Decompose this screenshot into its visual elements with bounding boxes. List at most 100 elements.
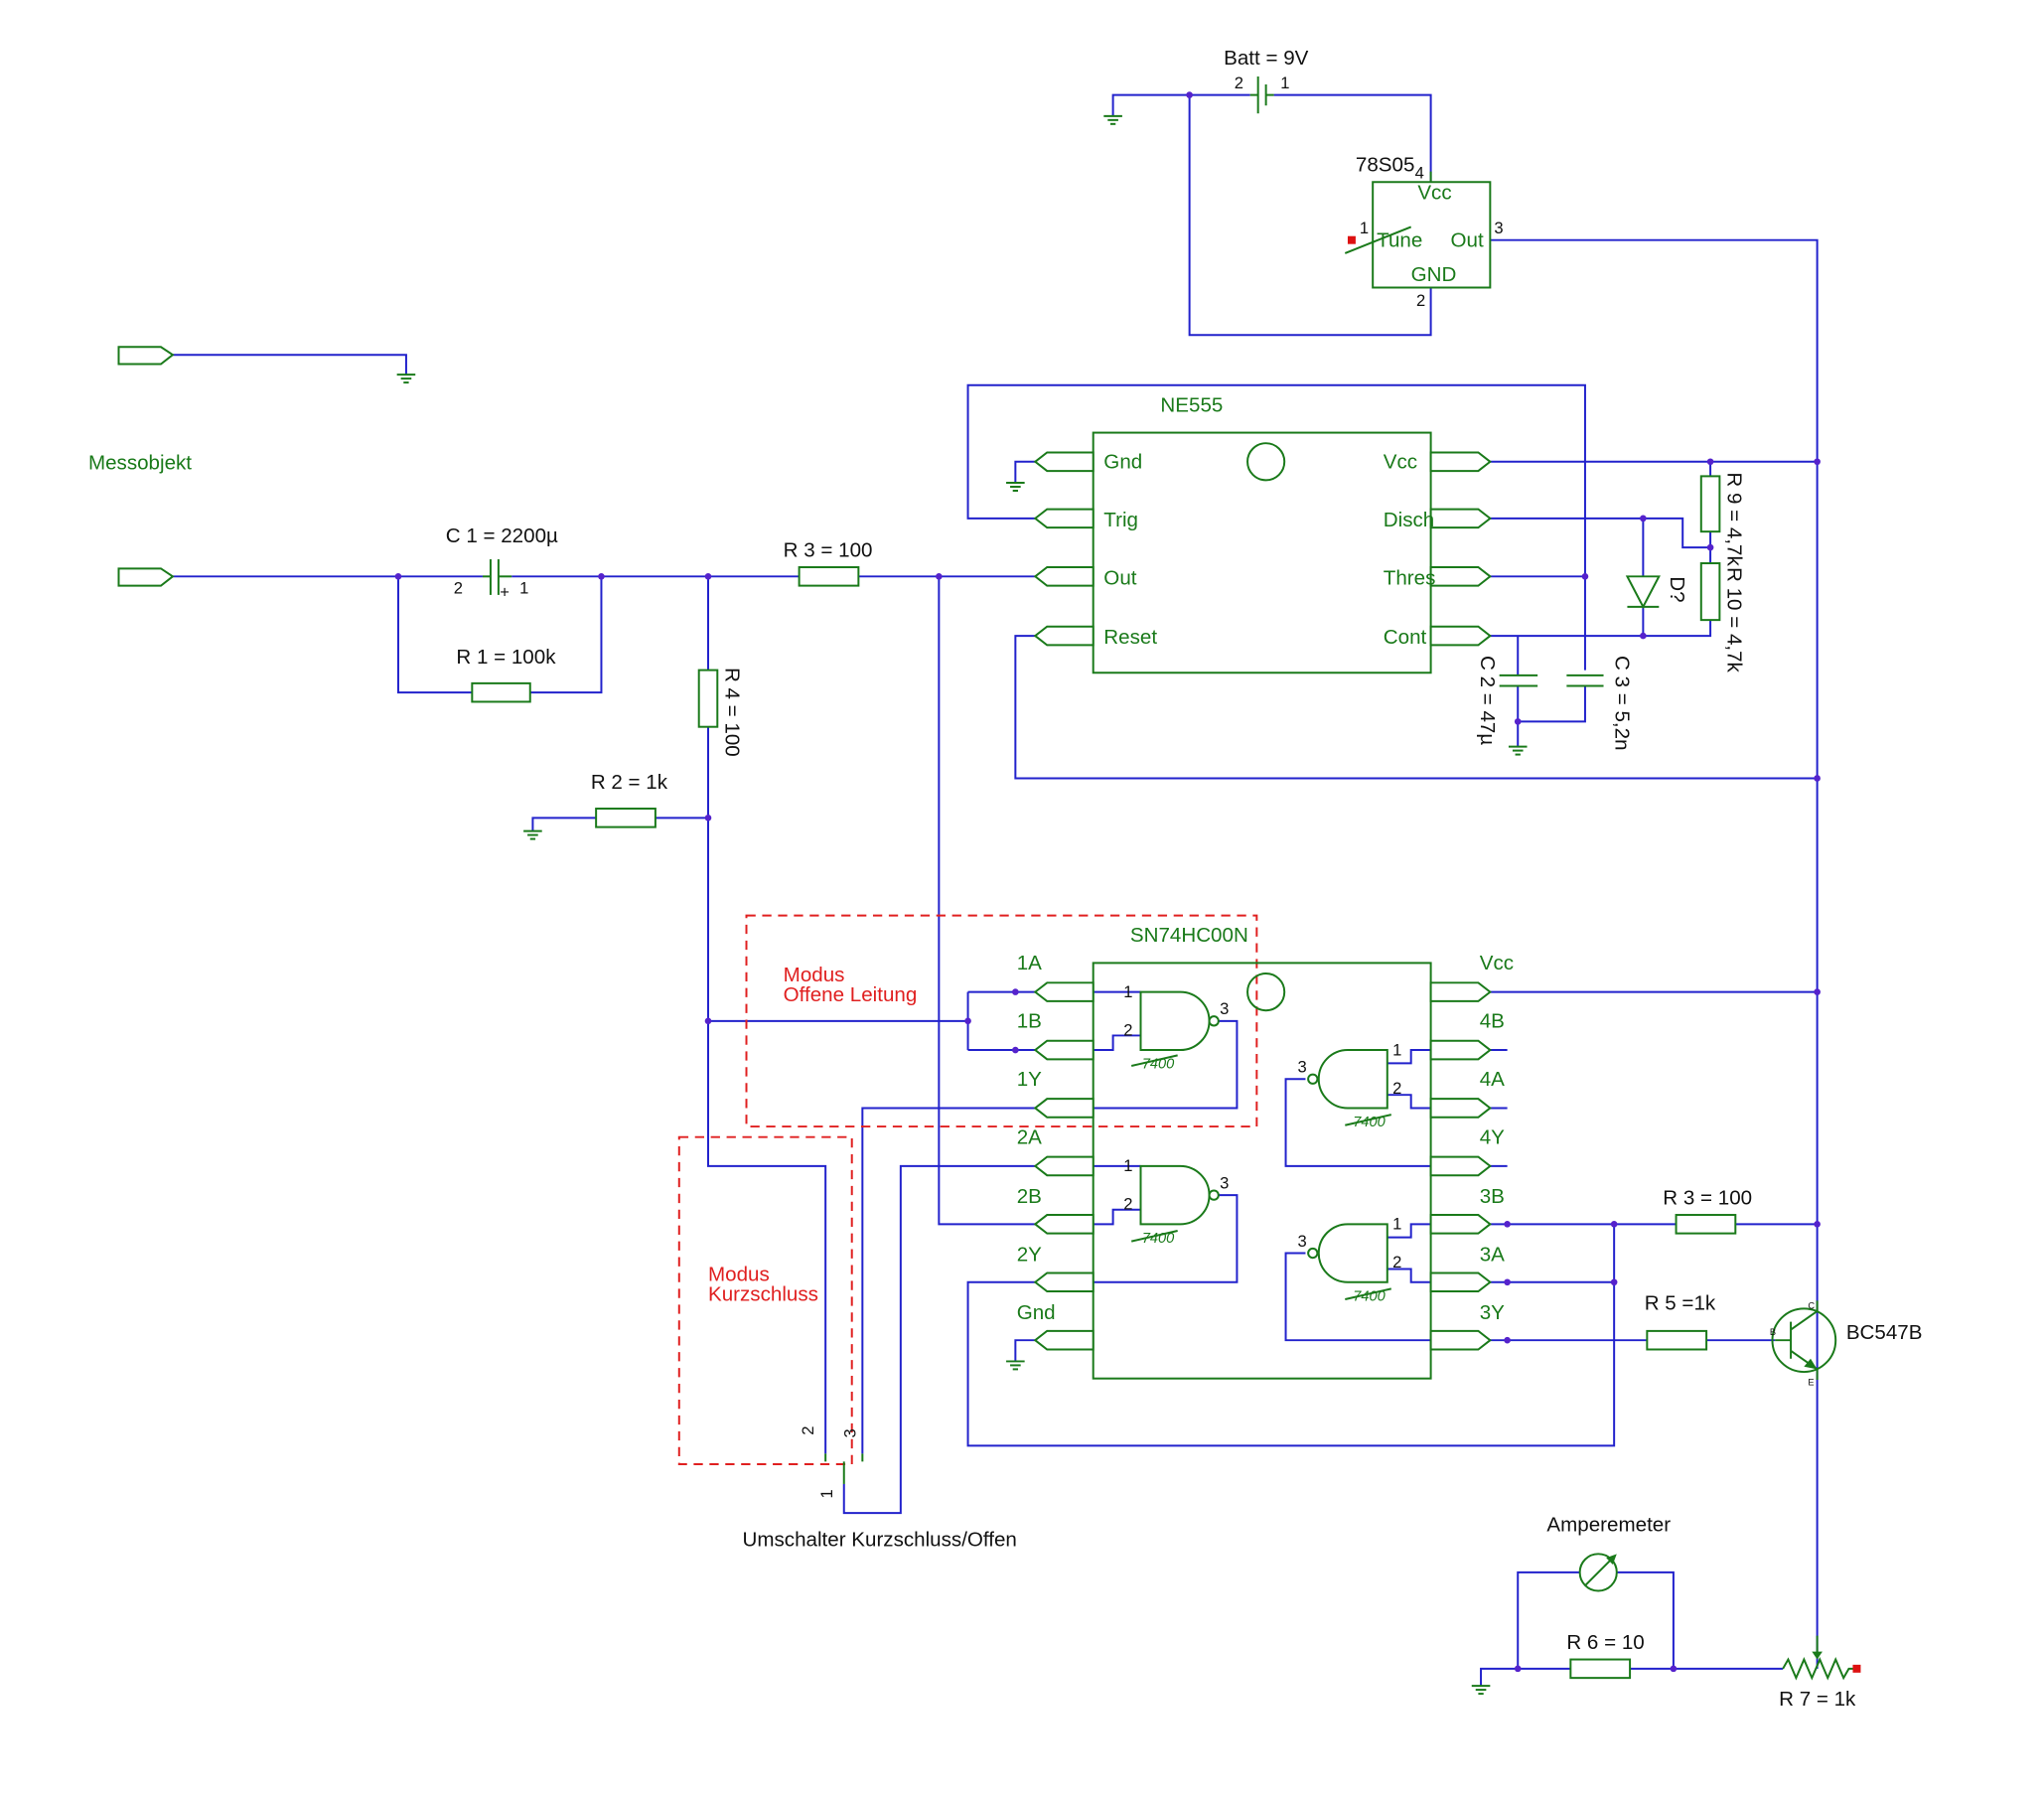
ne555-label: NE555	[1160, 393, 1223, 416]
mode-label: Offene Leitung	[784, 983, 918, 1006]
ground-icon	[396, 374, 416, 384]
pin-number: 3	[1297, 1058, 1306, 1077]
pin-number: 3	[1297, 1232, 1306, 1251]
pin-name: 3A	[1480, 1244, 1505, 1267]
unconnected-pin-marker	[1852, 1664, 1861, 1673]
pin-number: 1	[817, 1489, 836, 1498]
switch-label: Umschalter Kurzschluss/Offen	[743, 1528, 1017, 1551]
pin-number: 1	[1392, 1040, 1401, 1059]
mode-box-kurz: Modus Kurzschluss	[677, 1135, 853, 1466]
r6-label: R 6 = 10	[1566, 1631, 1644, 1654]
pin-name: 1Y	[1017, 1068, 1042, 1091]
ground-icon	[1006, 482, 1025, 492]
pin-name: GND	[1411, 263, 1457, 286]
pin-name: 3Y	[1480, 1301, 1505, 1324]
ground-symbols	[396, 114, 1528, 1696]
mode-box-offen: Modus Offene Leitung	[745, 914, 1258, 1128]
pin-name: Vcc	[1480, 952, 1514, 974]
ground-icon	[523, 829, 542, 840]
transistor-label: BC547B	[1846, 1321, 1923, 1344]
pin-name: Cont	[1384, 626, 1427, 649]
ic-sn74hc00n: SN74HC00N 1A 1B 1Y 2A 2B 2Y Gnd Vcc 4B 4…	[1017, 924, 1514, 1380]
r10-label: R 10 = 4,7k	[1722, 567, 1745, 673]
pin-name: Gnd	[1103, 450, 1142, 473]
pin-name: Trig	[1103, 509, 1138, 531]
pin-number: 1	[1392, 1215, 1401, 1234]
pin-name: 4B	[1480, 1009, 1505, 1032]
pin-name: Gnd	[1017, 1301, 1056, 1324]
sn74-label: SN74HC00N	[1130, 924, 1248, 947]
pin-number: 1	[1123, 1156, 1132, 1175]
gate-type-label: 7400	[1353, 1115, 1385, 1130]
regulator-label: 78S05	[1356, 154, 1415, 177]
pin-number: 3	[841, 1428, 860, 1437]
unconnected-pin-marker	[1347, 235, 1356, 244]
pin-number: 1	[519, 579, 528, 598]
r3-label: R 3 = 100	[784, 538, 873, 561]
gate-type-label: 7400	[1353, 1288, 1385, 1304]
pin-name: 4A	[1480, 1068, 1505, 1091]
amperemeter-label: Amperemeter	[1546, 1514, 1671, 1537]
pin-number: 4	[1415, 163, 1424, 182]
pin-name: Tune	[1377, 228, 1422, 251]
nand-gate-1: 7400 1 2 3	[1123, 982, 1229, 1073]
resistor-r9	[1699, 475, 1721, 533]
nand-gate-4: 7400 1 2 3	[1297, 1040, 1401, 1130]
regulator-78s05: 78S05 4 1 3 2 Vcc Tune Out GND	[1344, 154, 1504, 310]
battery-label: Batt = 9V	[1224, 47, 1308, 70]
pin-number: 1	[1360, 219, 1369, 237]
resistor-r3b	[1675, 1214, 1737, 1235]
messobjekt-label: Messobjekt	[88, 452, 192, 475]
pin-number: E	[1808, 1377, 1814, 1387]
pin-number: 2	[1392, 1079, 1401, 1098]
diode-d: D?	[1625, 575, 1688, 610]
c3-label: C 3 = 5,2n	[1610, 656, 1633, 751]
pin-number: 2	[1123, 1195, 1132, 1214]
pin-number: 3	[1220, 1173, 1229, 1192]
r5-label: R 5 =1k	[1645, 1292, 1716, 1315]
pin-number: 2	[1416, 291, 1425, 310]
nand-gate-2: 7400 1 2 3	[1123, 1156, 1229, 1247]
pin-name: Out	[1103, 566, 1136, 589]
pin-number: 3	[1494, 219, 1503, 237]
pin-name: 1A	[1017, 952, 1042, 974]
c1-label: C 1 = 2200µ	[446, 524, 558, 547]
nand-gate-3: 7400 1 2 3	[1297, 1215, 1401, 1305]
resistor-r10	[1699, 562, 1721, 622]
pin-name: 2Y	[1017, 1244, 1042, 1267]
capacitor-c1: C 1 = 2200µ 2 + 1	[446, 524, 558, 602]
pin-name: 3B	[1480, 1185, 1505, 1208]
resistor-r1	[471, 681, 531, 703]
pin-number: 2	[1392, 1253, 1401, 1271]
connectors	[117, 346, 175, 587]
r4-label: R 4 = 100	[720, 668, 743, 757]
pin-number: B	[1770, 1327, 1776, 1337]
r9-label: R 9 = 4,7k	[1722, 472, 1745, 566]
pin-number: 3	[1220, 999, 1229, 1018]
mode-label: Modus	[784, 964, 845, 986]
pin-name: Disch	[1384, 509, 1434, 531]
resistors: R 1 = 100k R 3 = 100 R 4 = 100 R 2 = 1k …	[456, 472, 1752, 1680]
pin-number: +	[500, 583, 510, 602]
mode-label: Modus	[708, 1263, 770, 1285]
ground-icon	[1508, 745, 1528, 756]
pin-number: 2	[1123, 1020, 1132, 1039]
pin-name: 4Y	[1480, 1125, 1505, 1148]
capacitor-c3: C 3 = 5,2n	[1566, 656, 1633, 751]
r1-label: R 1 = 100k	[456, 646, 556, 669]
battery: Batt = 9V 2 1	[1224, 47, 1309, 114]
transistor-bc547b: BC547B C B E	[1770, 1300, 1923, 1387]
mode-label: Kurzschluss	[708, 1282, 818, 1305]
ground-icon	[1103, 114, 1122, 125]
wires	[171, 93, 1819, 1687]
ground-icon	[1471, 1685, 1491, 1696]
amperemeter: Amperemeter	[1546, 1514, 1671, 1592]
pin-name: Vcc	[1384, 450, 1417, 473]
connector-messobjekt	[117, 567, 175, 587]
pin-name: Out	[1451, 228, 1484, 251]
resistor-r5	[1646, 1329, 1708, 1351]
pin-number: 2	[799, 1426, 817, 1435]
pin-name: Vcc	[1417, 182, 1451, 205]
resistor-r3	[798, 566, 860, 587]
